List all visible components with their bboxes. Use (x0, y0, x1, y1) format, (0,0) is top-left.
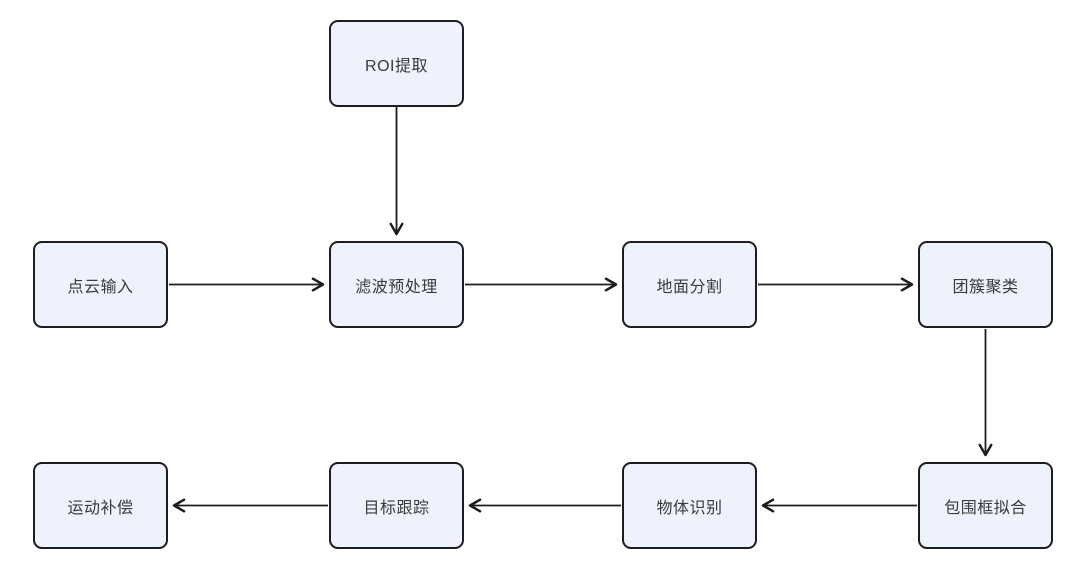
node-roi-extraction: ROI提取 (329, 20, 464, 107)
node-label: 点云输入 (67, 278, 134, 296)
node-motion-compensation: 运动补偿 (33, 462, 168, 549)
node-label: 包围框拟合 (944, 499, 1027, 517)
node-bounding-box-fitting: 包围框拟合 (918, 462, 1053, 549)
node-point-cloud-input: 点云输入 (33, 241, 168, 328)
node-label: 滤波预处理 (355, 278, 438, 296)
node-target-tracking: 目标跟踪 (329, 462, 464, 549)
node-label: ROI提取 (365, 57, 428, 75)
node-object-recognition: 物体识别 (622, 462, 757, 549)
node-label: 地面分割 (656, 278, 723, 296)
node-filter-preprocessing: 滤波预处理 (329, 241, 464, 328)
node-label: 物体识别 (656, 499, 723, 517)
node-label: 运动补偿 (67, 499, 134, 517)
node-cluster-clustering: 团簇聚类 (918, 241, 1053, 328)
node-label: 目标跟踪 (363, 499, 430, 517)
node-ground-segmentation: 地面分割 (622, 241, 757, 328)
node-label: 团簇聚类 (952, 278, 1019, 296)
